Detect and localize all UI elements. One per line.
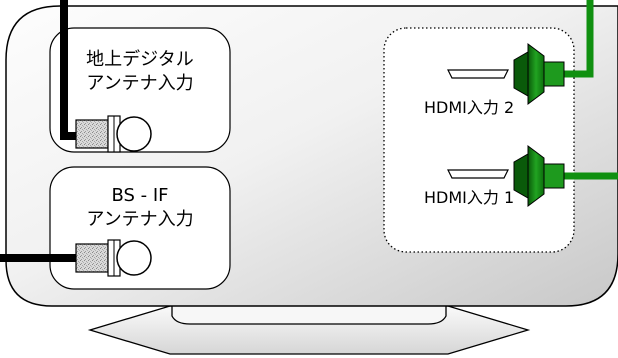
terrestrial-input-label-line1: 地上デジタル [86, 49, 194, 70]
tv-stand [87, 301, 531, 355]
hdmi-1-port [447, 169, 509, 179]
bs-if-input-label-line2: アンテナ入力 [86, 209, 194, 230]
terrestrial-input-label: 地上デジタル アンテナ入力 [60, 48, 220, 96]
hdmi-2-label: HDMI入力 2 [424, 98, 515, 117]
bs-if-antenna-connector [75, 239, 152, 277]
terrestrial-antenna-connector [75, 115, 152, 153]
bs-if-input-label-line1: BS - IF [111, 185, 169, 206]
hdmi-2-cable [560, 0, 594, 78]
bs-if-input-label: BS - IF アンテナ入力 [60, 184, 220, 232]
hdmi-1-plug [513, 145, 565, 207]
hdmi-1-label: HDMI入力 1 [424, 188, 515, 207]
terrestrial-input-label-line2: アンテナ入力 [86, 73, 194, 94]
hdmi-2-plug [513, 43, 565, 105]
terrestrial-antenna-cable [60, 0, 80, 140]
hdmi-2-port [447, 69, 509, 79]
